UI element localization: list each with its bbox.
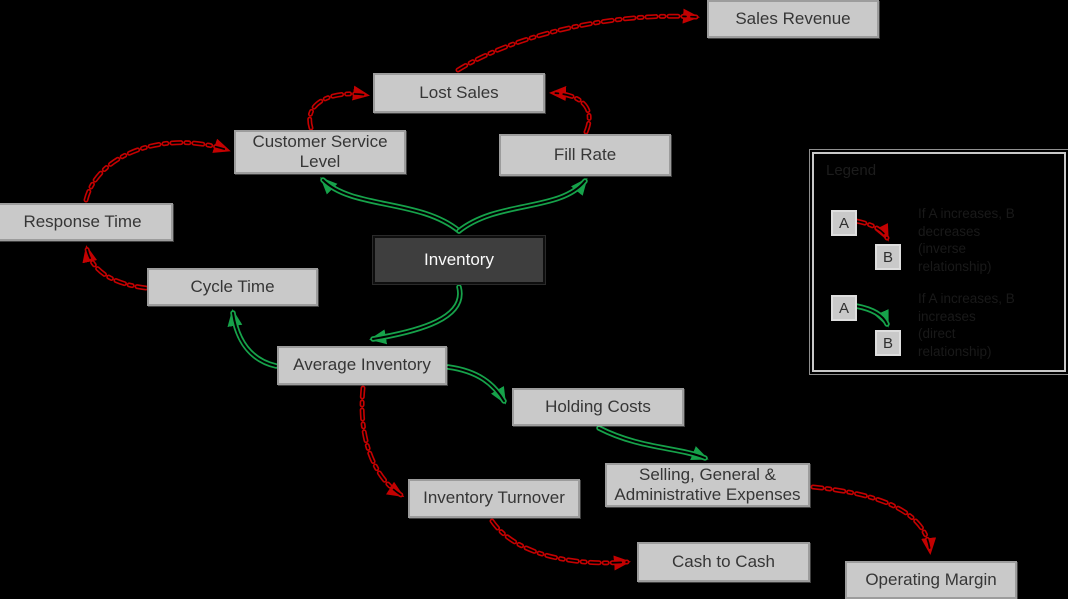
legend-inverse-to-label: B — [882, 248, 893, 266]
edge-legend-inverse-example-core — [855, 220, 888, 239]
edge-inventory-to-avg-inventory-core — [372, 286, 461, 340]
edge-avg-inventory-to-cycle-time-core — [232, 312, 277, 367]
legend-inverse-from-box: A — [831, 210, 857, 236]
edge-inventory-to-avg-inventory — [369, 284, 463, 345]
edge-sgna-to-operating-margin-core — [812, 486, 931, 552]
edge-inventory-to-fill-rate — [456, 177, 588, 234]
edge-inv-turnover-to-cash-to-cash-core — [491, 520, 628, 564]
node-label: Lost Sales — [419, 82, 499, 102]
edge-avg-inventory-to-holding-costs — [445, 364, 507, 405]
edge-inv-turnover-to-cash-to-cash — [489, 518, 631, 571]
edge-avg-inventory-to-holding-costs-core — [447, 366, 505, 402]
node-operating-margin[interactable]: Operating Margin — [845, 561, 1017, 599]
edge-avg-inventory-to-cycle-time — [227, 309, 279, 369]
edge-sgna-to-operating-margin — [810, 484, 937, 555]
node-label: Cycle Time — [190, 276, 275, 296]
edge-service-level-to-lost-sales-core — [308, 93, 367, 129]
node-label: Customer Service Level — [252, 131, 388, 171]
legend-direct-to-label: B — [882, 334, 893, 352]
legend-inverse-from-label: A — [838, 214, 849, 232]
edge-cycle-time-to-response-time — [82, 245, 149, 291]
edge-service-level-to-lost-sales — [307, 85, 370, 131]
node-label: Inventory Turnover — [423, 488, 565, 508]
edge-fill-rate-to-lost-sales — [549, 86, 592, 135]
node-response-time[interactable]: Response Time — [0, 203, 173, 241]
edge-lost-sales-to-sales-revenue — [455, 8, 700, 73]
legend-panel: Legend A B If A increases, B decreases (… — [809, 149, 1068, 375]
node-inventory[interactable]: Inventory — [373, 236, 545, 284]
node-average-inventory[interactable]: Average Inventory — [277, 346, 447, 385]
legend-inverse-description: If A increases, B decreases (inverse rel… — [918, 206, 1015, 274]
node-sgna-expenses[interactable]: Selling, General & Administrative Expens… — [605, 463, 810, 507]
node-customer-service-level[interactable]: Customer Service Level — [234, 130, 406, 174]
node-label: Fill Rate — [553, 144, 617, 164]
edge-response-time-to-service-level — [83, 138, 231, 203]
node-lost-sales[interactable]: Lost Sales — [373, 73, 545, 113]
node-label: Operating Margin — [865, 569, 997, 589]
legend-inverse-to-box: B — [875, 244, 901, 270]
legend-direct-to-box: B — [875, 330, 901, 356]
edge-holding-costs-to-sgna-core — [598, 427, 706, 459]
edge-inventory-to-service-level-core — [322, 179, 460, 232]
legend-direct-from-box: A — [831, 295, 857, 321]
node-label: Holding Costs — [545, 396, 651, 416]
node-label: Average Inventory — [293, 355, 431, 375]
node-label: Response Time — [23, 211, 142, 231]
node-label: Sales Revenue — [735, 8, 851, 28]
edge-legend-direct-example-core — [855, 305, 888, 325]
node-sales-revenue[interactable]: Sales Revenue — [707, 0, 879, 38]
node-fill-rate[interactable]: Fill Rate — [499, 134, 671, 176]
edge-lost-sales-to-sales-revenue-core — [457, 15, 697, 71]
legend-title: Legend — [826, 162, 877, 179]
node-inventory-turnover[interactable]: Inventory Turnover — [408, 479, 580, 518]
edge-fill-rate-to-lost-sales-core — [552, 92, 590, 133]
legend-direct-from-label: A — [838, 299, 849, 317]
edge-inventory-to-fill-rate-core — [458, 180, 586, 232]
edge-avg-inventory-to-inv-turnover-core — [361, 387, 402, 496]
node-label: Inventory — [424, 249, 494, 269]
node-cycle-time[interactable]: Cycle Time — [147, 268, 318, 306]
node-label: Cash to Cash — [672, 551, 775, 571]
node-holding-costs[interactable]: Holding Costs — [512, 388, 684, 426]
edge-avg-inventory-to-inv-turnover — [359, 385, 405, 498]
edge-cycle-time-to-response-time-core — [86, 248, 147, 289]
node-cash-to-cash[interactable]: Cash to Cash — [637, 542, 810, 582]
edge-response-time-to-service-level-core — [85, 141, 228, 201]
legend-direct-description: If A increases, B increases (direct rela… — [918, 291, 1015, 359]
node-label: Selling, General & Administrative Expens… — [614, 464, 801, 504]
